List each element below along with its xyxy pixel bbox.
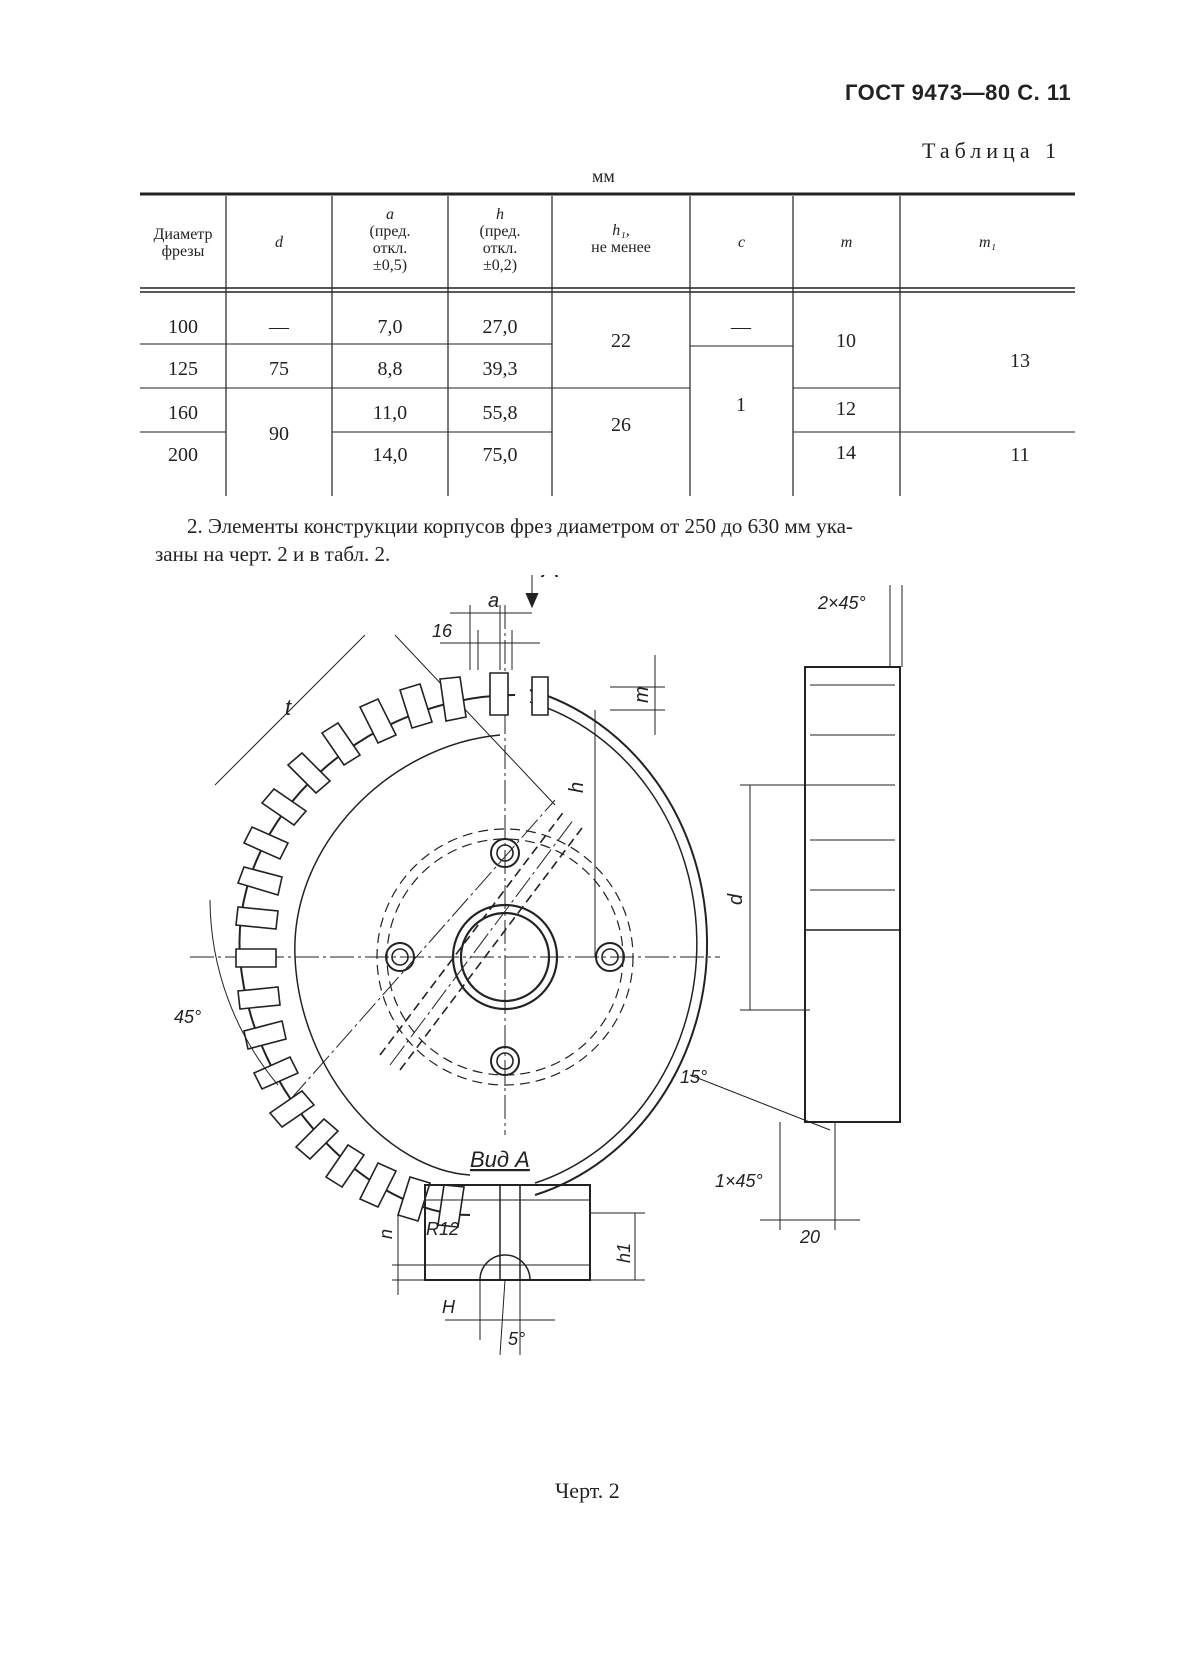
col-header-m: m xyxy=(840,234,853,251)
cell-h1: 26 xyxy=(611,414,631,436)
table-grid xyxy=(140,192,1075,496)
technical-drawing: A a 16 t m h 45° 2×45° d 15° 1×45° 20 Ви… xyxy=(174,575,903,1356)
cell-a: 14,0 xyxy=(372,444,408,466)
cell-h: 39,3 xyxy=(482,358,518,380)
label-chamfer-1x45: 1×45° xyxy=(715,1171,763,1191)
col-header-d: d xyxy=(275,234,283,251)
label-dim-m: m xyxy=(631,686,653,703)
cell-a: 8,8 xyxy=(377,358,403,380)
cell-d: 90 xyxy=(269,423,289,445)
cell-m: 10 xyxy=(836,330,856,352)
page-header: ГОСТ 9473—80 С. 11 xyxy=(845,80,1072,105)
cell-h: 75,0 xyxy=(482,444,518,466)
col-header-a: a(пред.откл.±0,5) xyxy=(369,206,411,274)
label-dim-h1: h1 xyxy=(614,1243,634,1263)
label-view-title: Вид A xyxy=(470,1147,530,1172)
label-radius-r12: R12 xyxy=(426,1219,459,1239)
cell-a: 7,0 xyxy=(377,316,403,338)
cell-h: 27,0 xyxy=(482,316,518,338)
label-view-arrow: A xyxy=(540,575,559,583)
table-unit: мм xyxy=(592,166,615,186)
col-header-h: h(пред.откл.±0,2) xyxy=(479,206,521,274)
cell-diameter: 160 xyxy=(168,402,198,424)
cell-d: — xyxy=(269,316,289,338)
cell-a: 11,0 xyxy=(372,402,408,424)
cell-d: 75 xyxy=(269,358,289,380)
col-header-m1: m₁ xyxy=(978,234,997,251)
col-header-h1: h₁,не менее xyxy=(591,222,651,256)
body-paragraph: 2. Элементы конструкции корпусов фрез ди… xyxy=(155,514,853,566)
cell-m: 12 xyxy=(836,398,856,420)
cell-diameter: 200 xyxy=(168,444,198,466)
cell-m1: 13 xyxy=(1010,350,1030,372)
cell-diameter: 125 xyxy=(168,358,198,380)
label-dim-d: d xyxy=(725,893,747,905)
label-angle-45: 45° xyxy=(174,1007,201,1027)
label-dim-16: 16 xyxy=(432,621,453,641)
label-dim-t: t xyxy=(285,695,292,720)
label-dim-H: H xyxy=(442,1297,456,1317)
label-dim-20: 20 xyxy=(799,1227,820,1247)
cell-c: — xyxy=(731,316,751,338)
cell-c: 1 xyxy=(736,394,746,416)
cell-h1: 22 xyxy=(611,330,631,352)
col-header-c: c xyxy=(737,234,746,251)
table-caption: Таблица 1 xyxy=(922,138,1062,163)
label-chamfer-2x45: 2×45° xyxy=(817,593,866,613)
cell-h: 55,8 xyxy=(482,402,518,424)
figure-caption: Черт. 2 xyxy=(555,1478,620,1503)
cell-diameter: 100 xyxy=(168,316,198,338)
label-angle-15: 15° xyxy=(680,1067,707,1087)
label-dim-a: a xyxy=(488,590,499,612)
label-angle-5: 5° xyxy=(508,1329,525,1349)
label-dim-n: n xyxy=(376,1229,396,1239)
cell-m: 14 xyxy=(836,442,856,464)
cell-m1: 11 xyxy=(1010,444,1030,466)
label-dim-h: h xyxy=(566,782,588,793)
